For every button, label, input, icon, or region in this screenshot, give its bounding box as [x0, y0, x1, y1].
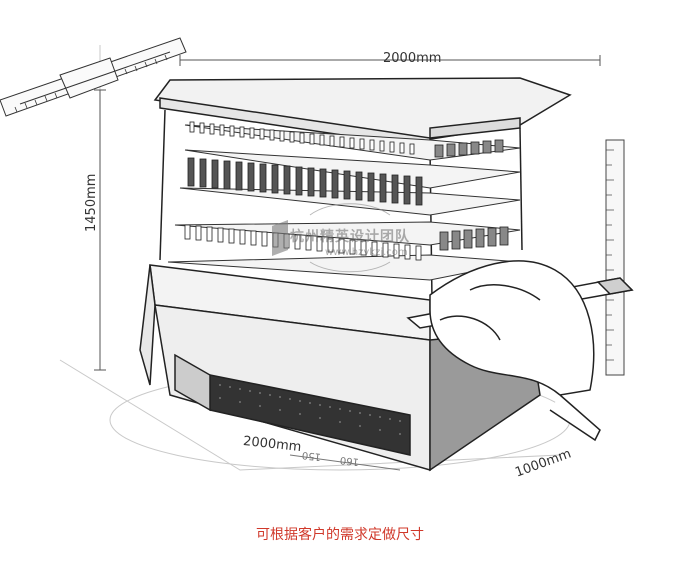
floor-ruler-number: 160: [339, 454, 360, 467]
floor-ruler-number: 150: [301, 449, 322, 462]
custom-size-caption: 可根据客户的需求定做尺寸: [256, 527, 424, 543]
width-top-label: 2000mm: [383, 51, 442, 66]
top-dimension-line: [179, 55, 601, 66]
hand-with-pencil: [406, 260, 634, 442]
caliper-ruler: [0, 37, 187, 117]
right-vertical-ruler: [605, 139, 625, 376]
height-left-label: 1450mm: [84, 173, 99, 232]
products: [184, 121, 509, 261]
watermark-name: 杭州精英设计团队: [290, 229, 410, 245]
floor-ruler: [289, 454, 401, 471]
left-dimension-line: [94, 89, 106, 371]
watermark-url: www.hzykzj.com: [325, 247, 408, 258]
watermark-logo-icon: [272, 220, 288, 256]
cabinet-grille: [219, 384, 401, 435]
watermark-ornament-icon: [309, 203, 391, 273]
